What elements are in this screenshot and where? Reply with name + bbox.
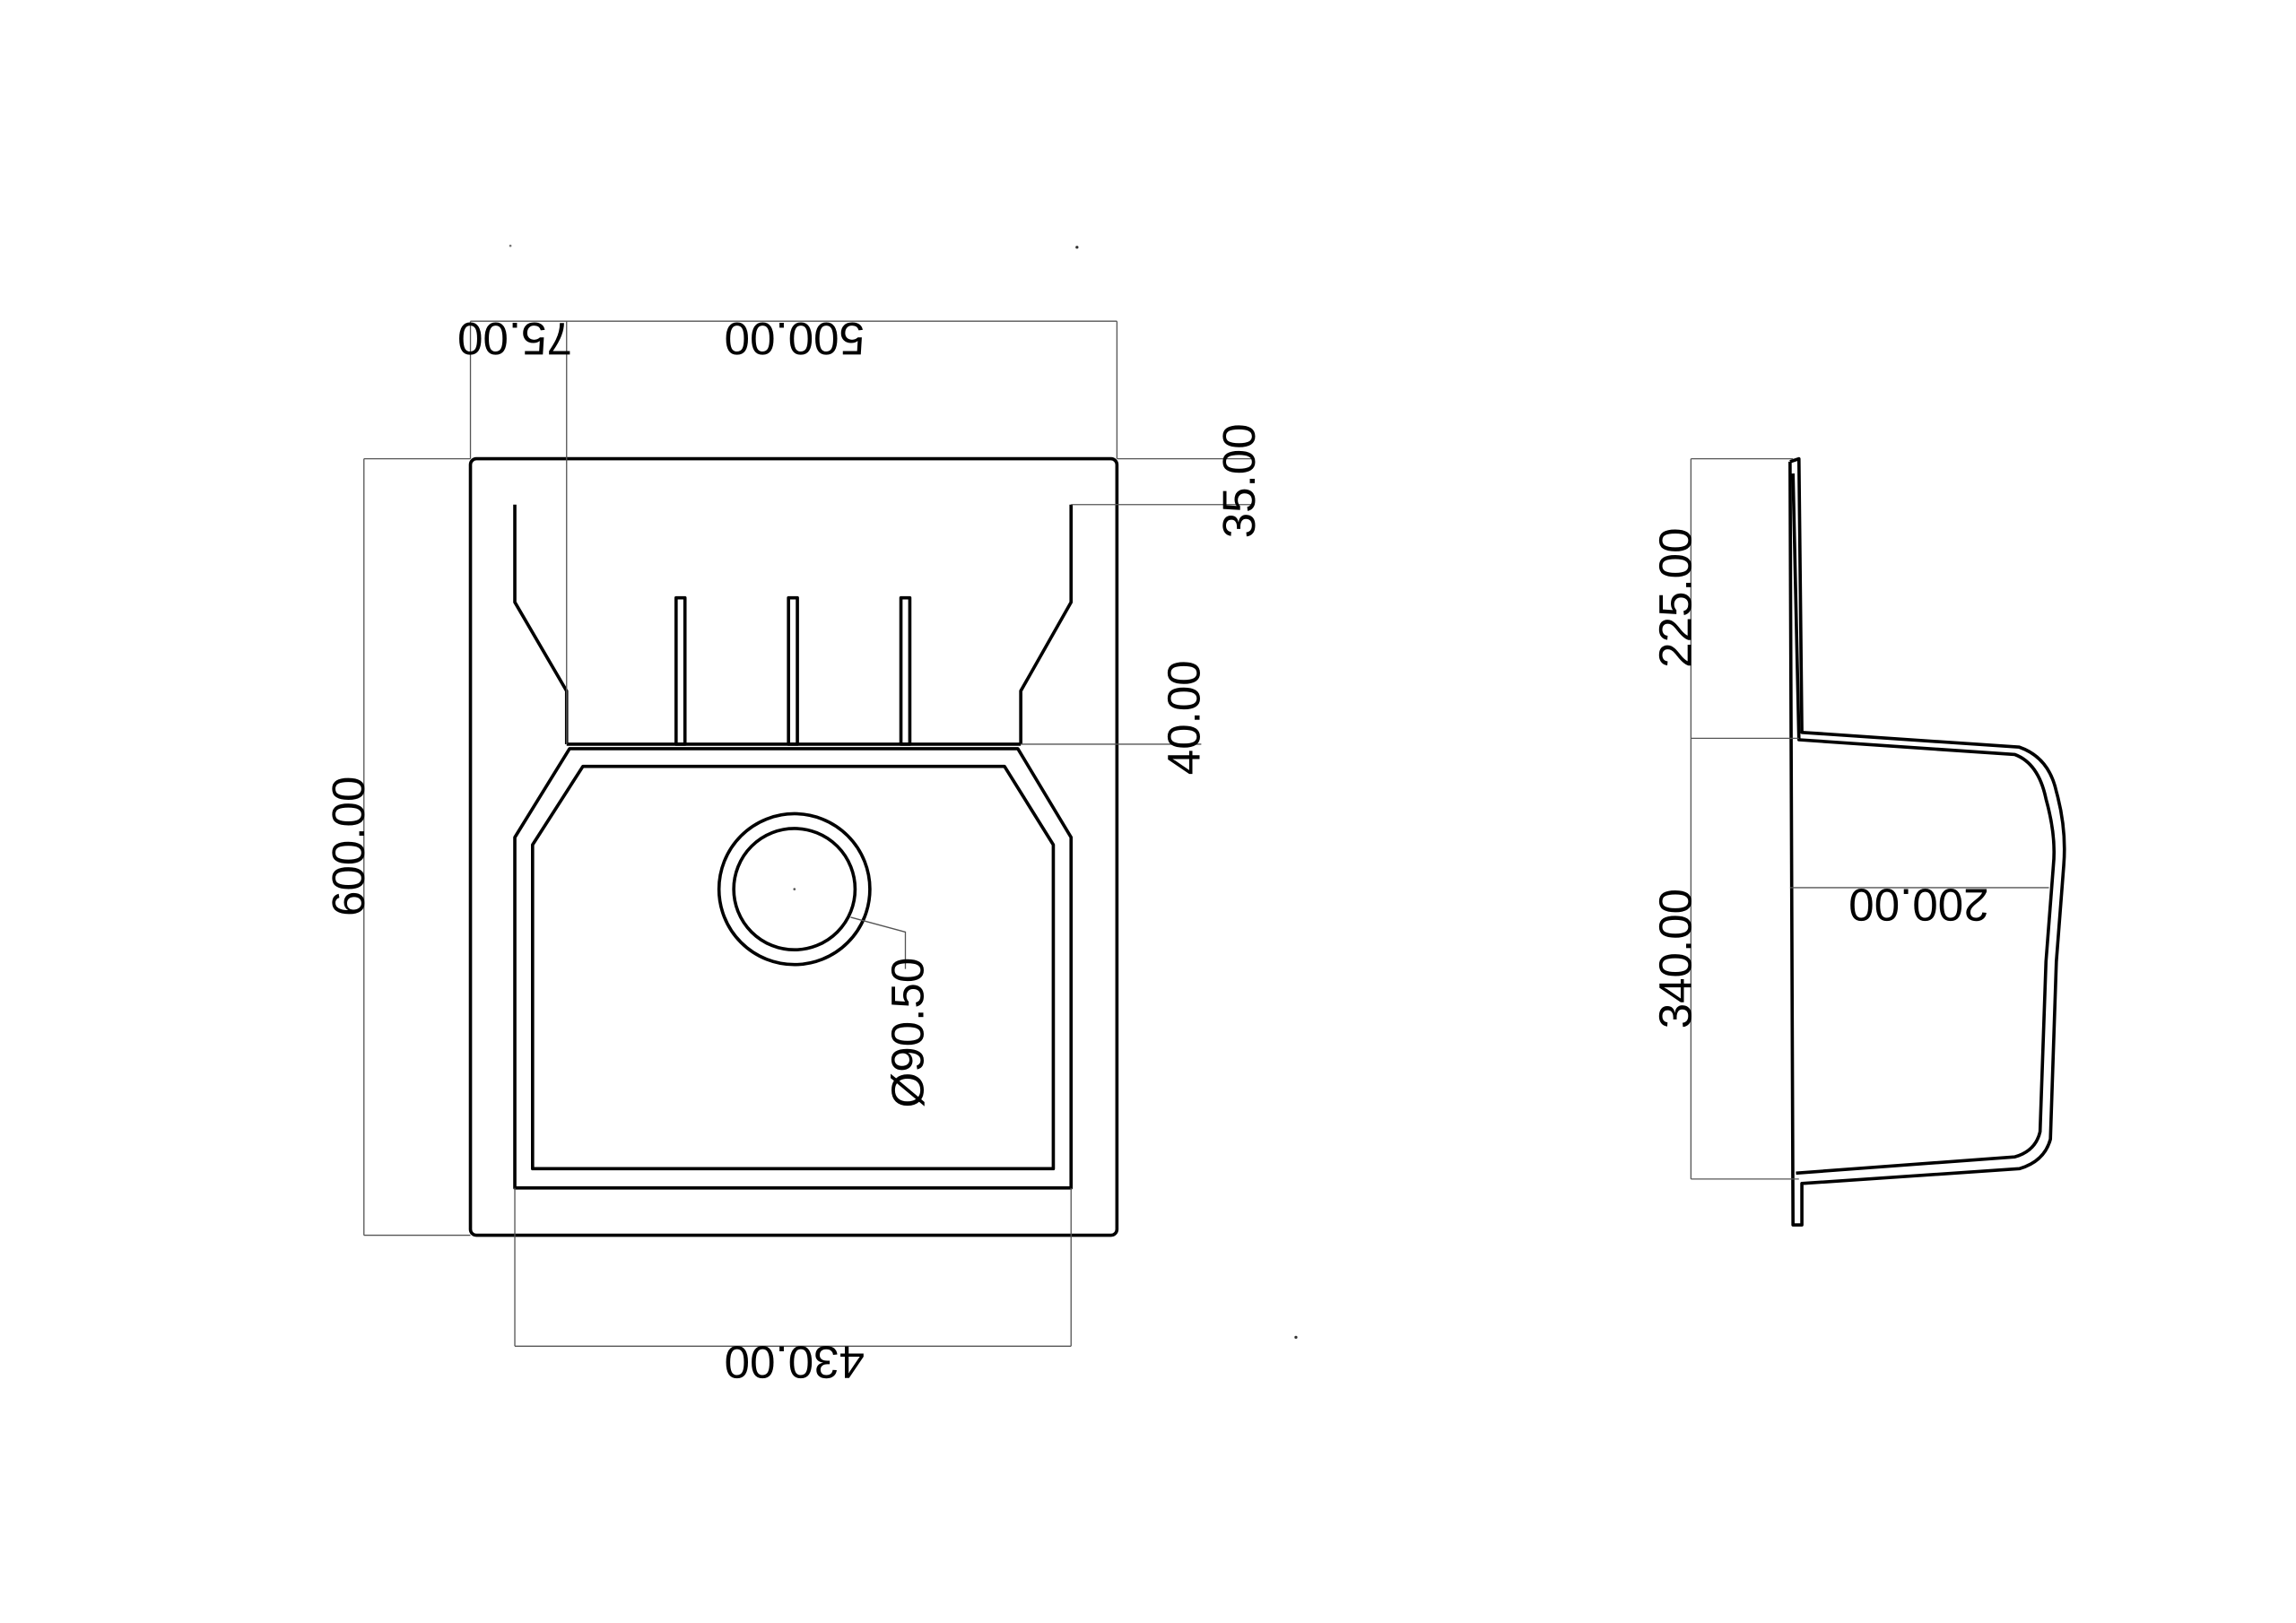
stray-mark xyxy=(1075,246,1079,249)
drainer-right-edge xyxy=(1019,504,1074,744)
stray-mark xyxy=(1294,1335,1298,1340)
drain-outer xyxy=(717,812,872,967)
sink-profile-inner xyxy=(1791,473,2057,1176)
dim-rib-gap: 40.00 xyxy=(1159,660,1210,775)
drainer-rib xyxy=(787,595,799,746)
drainer-rib xyxy=(674,595,687,746)
dim-bowl-depth: 200.00 xyxy=(1848,880,1988,931)
dim-top-rim: 35.00 xyxy=(1213,423,1265,538)
dim-overall-width: 500.00 xyxy=(725,313,865,364)
drain-center xyxy=(793,888,796,890)
dim-overall-depth: 600.00 xyxy=(323,777,374,916)
bowl-inner xyxy=(530,764,1056,1171)
sink-outline xyxy=(468,456,1119,1237)
dim-drain-diameter: Ø90.50 xyxy=(882,958,933,1108)
side-dimension-lines xyxy=(1690,457,2049,1180)
dim-edge-to-drainer: 75.00 xyxy=(457,313,572,364)
drainer-rib xyxy=(899,595,912,746)
stray-mark xyxy=(509,244,512,247)
dimension-lines xyxy=(363,320,1255,1347)
side-view: 225.00 340.00 200.00 xyxy=(1649,456,2066,1227)
drainer-left-edge xyxy=(513,504,569,744)
dim-drainer-length: 225.00 xyxy=(1649,527,1700,667)
dim-bowl-length: 340.00 xyxy=(1649,889,1700,1028)
drain-inner xyxy=(732,827,857,952)
dim-bowl-width: 430.00 xyxy=(725,1336,865,1387)
sink-profile-outer xyxy=(1788,456,2066,1227)
top-view: 500.00 75.00 35.00 40.00 600.00 430.00 Ø… xyxy=(323,313,1265,1387)
